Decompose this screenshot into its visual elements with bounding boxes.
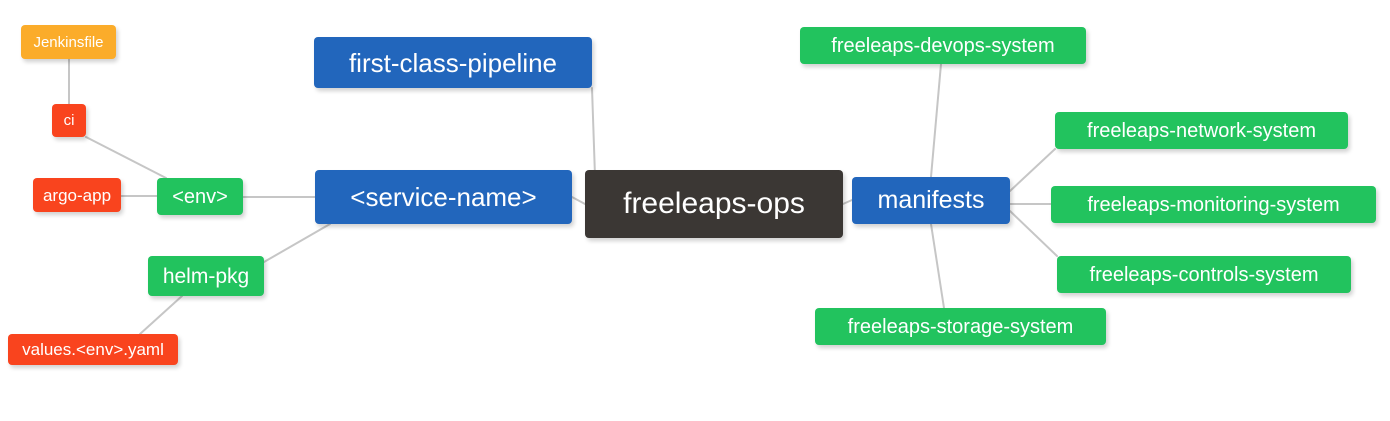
edge-service-to-helm	[263, 223, 331, 263]
edge-helm-to-values	[139, 295, 183, 335]
edge-manifests-to-storage	[930, 223, 945, 309]
node-values[interactable]: values.<env>.yaml	[8, 334, 178, 365]
edge-manifests-to-controls	[1009, 210, 1058, 257]
node-argo[interactable]: argo-app	[33, 178, 121, 212]
node-jenkinsfile[interactable]: Jenkinsfile	[21, 25, 116, 59]
edge-manifests-to-network	[1009, 148, 1056, 192]
edge-env-to-ci	[85, 136, 167, 179]
node-devops[interactable]: freeleaps-devops-system	[800, 27, 1086, 64]
edge-root-to-manifests	[842, 199, 853, 205]
node-ci[interactable]: ci	[52, 104, 86, 137]
node-helm[interactable]: helm-pkg	[148, 256, 264, 296]
edge-manifests-to-devops	[930, 63, 942, 178]
node-pipeline[interactable]: first-class-pipeline	[314, 37, 592, 88]
node-controls[interactable]: freeleaps-controls-system	[1057, 256, 1351, 293]
edge-root-to-service	[571, 196, 586, 205]
node-service[interactable]: <service-name>	[315, 170, 572, 224]
node-root[interactable]: freeleaps-ops	[585, 170, 843, 238]
node-network[interactable]: freeleaps-network-system	[1055, 112, 1348, 149]
node-monitoring[interactable]: freeleaps-monitoring-system	[1051, 186, 1376, 223]
edge-root-to-pipeline	[591, 87, 596, 177]
node-env[interactable]: <env>	[157, 178, 243, 215]
node-storage[interactable]: freeleaps-storage-system	[815, 308, 1106, 345]
node-manifests[interactable]: manifests	[852, 177, 1010, 224]
